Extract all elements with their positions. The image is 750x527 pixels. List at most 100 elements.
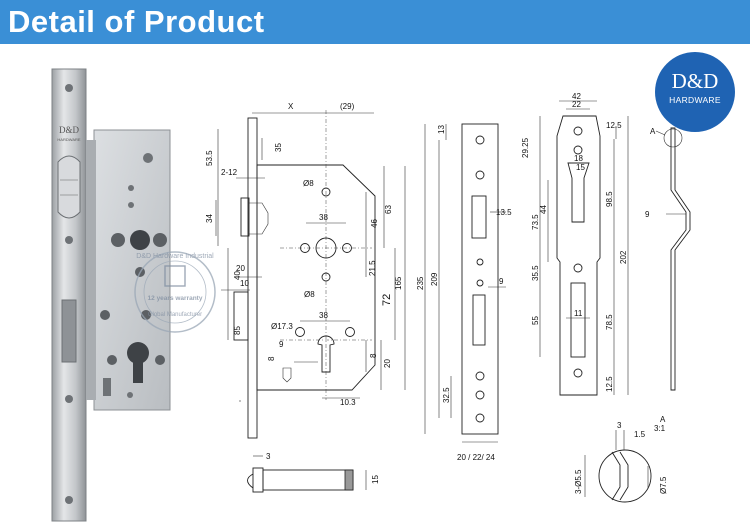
- dim-label: Ø8: [304, 290, 315, 299]
- dim-label: Ø17.3: [271, 322, 293, 331]
- front-faceplate: [247, 117, 258, 439]
- dim-label: 202: [619, 250, 628, 264]
- dim-label: 72: [381, 294, 393, 306]
- warranty-watermark: D&D Hardware Industrial 12 years warrant…: [134, 251, 216, 333]
- deadbolt-profile: [233, 291, 249, 341]
- dim-label: 44: [539, 205, 548, 214]
- detail-a-marker: [663, 128, 683, 148]
- dim-label: 29.25: [521, 137, 530, 158]
- dim-label: 1.5: [634, 430, 646, 439]
- logo-main-text: D&D: [671, 69, 719, 93]
- strike-plate-drawing: [539, 100, 629, 396]
- detail-a-view: A 3:1 3 1.5 3-Ø5.5 Ø7.5: [574, 415, 668, 503]
- dim-label: (29): [340, 102, 355, 111]
- watermark-emblem: [164, 265, 186, 287]
- dim-label: 34: [205, 214, 214, 223]
- case-hole: [111, 233, 125, 247]
- dim-label: 8: [369, 353, 378, 358]
- product-photo: D&D HARDWARE: [51, 68, 171, 522]
- watermark-bottom-text: Global Manufacturer: [148, 312, 202, 318]
- screw-hole-top: [65, 84, 73, 92]
- dim-label: 3: [266, 452, 271, 461]
- strike-plate-outline: [556, 115, 601, 396]
- dim-label: 20 / 22/ 24: [457, 453, 495, 462]
- faceplate-view-dimensions: 13 13.5 235 209 9 32.5 20 / 22/ 24: [416, 125, 512, 462]
- dim-label: 8: [267, 356, 276, 361]
- deadbolt-slot: [61, 299, 77, 363]
- watermark-warranty: 12 years warranty: [148, 295, 203, 302]
- dim-label: 20: [236, 264, 245, 273]
- faceplate-logo: D&D: [59, 125, 80, 135]
- dim-label: 13: [437, 125, 446, 134]
- front-case-outline: [256, 164, 376, 391]
- dim-label: 85: [233, 326, 242, 335]
- dim-label: 12.5: [605, 376, 614, 392]
- dim-label: 9: [499, 277, 504, 286]
- strike-bolt-opening: [570, 282, 586, 358]
- faceplate-view-drawing: [424, 123, 506, 443]
- latch-bolt: [57, 155, 81, 219]
- dim-label: 38: [319, 311, 328, 320]
- screw-hole-lower: [65, 395, 73, 403]
- strike-latch-opening: [567, 162, 590, 223]
- dim-label: 98.5: [605, 191, 614, 207]
- cylinder-hole: [127, 342, 149, 364]
- dim-label: 38: [319, 213, 328, 222]
- dim-label: 42: [572, 92, 581, 101]
- faceplate-outline: [461, 123, 499, 435]
- lock-case: [93, 129, 171, 411]
- bolt-body: [262, 469, 354, 491]
- dim-label: 3: [617, 421, 622, 430]
- dim-label: Ø8: [303, 179, 314, 188]
- side-profile-outline: [670, 127, 691, 391]
- dim-label: 165: [394, 276, 403, 290]
- screw-hole-mid: [65, 236, 73, 244]
- dim-label: 10: [240, 279, 249, 288]
- faceplate-latch-slot: [471, 195, 487, 239]
- watermark-ring-text: D&D Hardware Industrial: [136, 253, 214, 260]
- dim-label: 11: [574, 309, 583, 318]
- dim-label: 21.5: [368, 260, 377, 276]
- faceplate-edge: [86, 140, 96, 400]
- dim-label: 15: [371, 475, 380, 484]
- logo-sub-text: HARDWARE: [669, 95, 721, 105]
- brand-logo: D&D HARDWARE: [655, 52, 735, 132]
- bolt-side-view: 3 15: [247, 452, 380, 493]
- dim-label: 18: [574, 154, 583, 163]
- front-view-drawing: [215, 110, 406, 439]
- latch-profile: [240, 197, 250, 237]
- dim-label: Ø7.5: [659, 476, 668, 494]
- dim-label: 10.3: [340, 398, 356, 407]
- dim-label: 3-Ø5.5: [574, 469, 583, 494]
- euro-cylinder-hole: [317, 335, 335, 373]
- screw-hole-bottom: [65, 496, 73, 504]
- dim-label: 55: [531, 316, 540, 325]
- case-hole: [143, 153, 153, 163]
- dim-label: 35: [274, 143, 283, 152]
- spindle-hole: [130, 230, 150, 250]
- dim-label: 3:1: [654, 424, 666, 433]
- dim-label: 63: [384, 205, 393, 214]
- dim-label: X: [288, 102, 294, 111]
- detail-a-circle: [598, 449, 652, 503]
- dim-label: 53.5: [205, 150, 214, 166]
- dim-label: 12.5: [606, 121, 622, 130]
- dim-label: A: [650, 127, 656, 136]
- faceplate-bolt-slot: [472, 294, 486, 346]
- dim-label: 78.5: [605, 314, 614, 330]
- dim-label: 9: [279, 340, 284, 349]
- dim-label: 9: [645, 210, 650, 219]
- dim-label: 22: [572, 100, 581, 109]
- dim-label: 13.5: [496, 208, 512, 217]
- strike-side-profile: A 9: [645, 127, 691, 391]
- faceplate-logo-sub: HARDWARE: [57, 137, 81, 142]
- dim-label: 40: [233, 271, 242, 280]
- strike-plate-dimensions: 42 22 29.25 12.5 18 15 73.5 44 98.5 202 …: [521, 92, 628, 392]
- dim-label: 35.5: [531, 265, 540, 281]
- dim-label: 2-12: [221, 168, 238, 177]
- dim-label: A: [660, 415, 666, 424]
- page-title: Detail of Product: [8, 4, 265, 39]
- front-view-dimensions: X (29) 35 53.5 2-12 34 Ø8 38 46 63 21.5 …: [205, 102, 403, 407]
